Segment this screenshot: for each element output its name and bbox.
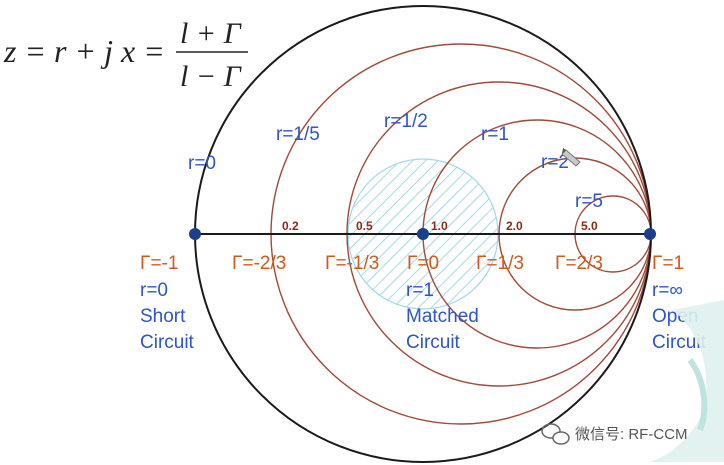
gamma-1: Γ=1 — [652, 253, 684, 274]
short-r: r=0 — [140, 280, 168, 301]
pencil-icon — [561, 148, 581, 167]
tick-0-2: 0.2 — [282, 219, 299, 233]
short-circuit-label: r=0 Short Circuit — [140, 280, 195, 353]
formula-numerator: l + Γ — [180, 17, 243, 50]
label-r1-5: r=1/5 — [276, 124, 320, 145]
open-line2: Circuit — [652, 332, 707, 353]
short-line1: Short — [140, 306, 186, 327]
tick-5-0: 5.0 — [581, 219, 598, 233]
matched-r: r=1 — [406, 280, 434, 301]
wechat-icon — [541, 423, 570, 445]
tick-1-0: 1.0 — [431, 219, 448, 233]
impedance-formula: z = r + j x = l + Γ l − Γ — [3, 17, 248, 93]
gamma-2-3: Γ=2/3 — [555, 253, 603, 274]
gamma-minus-2-3: Γ=-2/3 — [232, 253, 286, 274]
label-r1: r=1 — [481, 124, 509, 145]
matched-circuit-label: r=1 Matched Circuit — [406, 280, 479, 353]
formula-denominator: l − Γ — [180, 60, 243, 93]
label-r2: r=2 — [541, 152, 569, 173]
gamma-0: Γ=0 — [407, 253, 439, 274]
tick-2-0: 2.0 — [506, 219, 523, 233]
open-r: r=∞ — [652, 280, 683, 301]
tick-0-5: 0.5 — [356, 219, 373, 233]
matched-point — [417, 228, 429, 240]
gamma-minus-1: Γ=-1 — [140, 253, 178, 274]
watermark-text: 微信号: RF-CCM — [575, 426, 688, 443]
matched-line2: Circuit — [406, 332, 461, 353]
short-circuit-point — [189, 228, 201, 240]
matched-line1: Matched — [406, 306, 479, 327]
gamma-1-3: Γ=1/3 — [476, 253, 524, 274]
formula-lhs: z = r + j x = — [3, 33, 165, 69]
label-r1-2: r=1/2 — [384, 111, 428, 132]
label-r0: r=0 — [188, 153, 216, 174]
short-line2: Circuit — [140, 332, 195, 353]
decorative-corner-shape — [650, 300, 724, 462]
open-circuit-point — [644, 228, 656, 240]
watermark: 微信号: RF-CCM — [541, 423, 688, 445]
gamma-minus-1-3: Γ=-1/3 — [325, 253, 379, 274]
label-r5: r=5 — [575, 191, 603, 212]
